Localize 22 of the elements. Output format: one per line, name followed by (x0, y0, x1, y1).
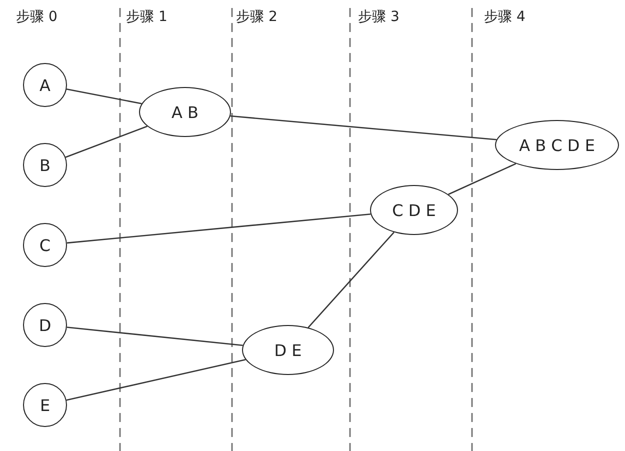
ellipse-node: A B (139, 87, 231, 137)
connector-line (65, 126, 148, 158)
connector-line (230, 115, 496, 140)
circle-node: B (23, 143, 67, 187)
ellipse-node: A B C D E (495, 120, 619, 170)
circle-node: D (23, 303, 67, 347)
column-header: 步骤 2 (236, 8, 278, 26)
connector-line (448, 163, 516, 195)
connector-line (66, 213, 371, 244)
column-header: 步骤 4 (484, 8, 526, 26)
column-header: 步骤 3 (358, 8, 400, 26)
circle-node: A (23, 63, 67, 107)
ellipse-node: D E (242, 325, 334, 375)
connector-line (308, 232, 394, 328)
connector-line (66, 358, 246, 401)
ellipse-node: C D E (370, 185, 458, 235)
column-header: 步骤 1 (126, 8, 168, 26)
circle-node: C (23, 223, 67, 267)
connector-line (66, 88, 142, 104)
column-header: 步骤 0 (16, 8, 58, 26)
connector-line (66, 326, 243, 346)
circle-node: E (23, 383, 67, 427)
